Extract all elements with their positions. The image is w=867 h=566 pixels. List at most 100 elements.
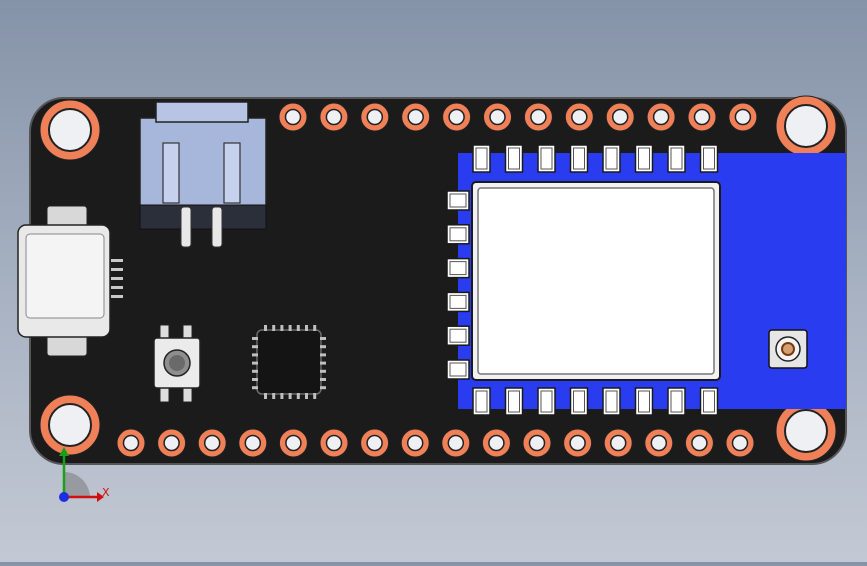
pad-hole [325,434,343,452]
pad-hole [530,108,547,126]
chip-lead-top [296,325,300,331]
pad-hole [652,108,670,126]
castellated-pad-inner [540,147,553,170]
chip-lead-left [252,353,258,357]
rf-shield-lid [477,187,715,375]
chip-lead-bottom [264,393,267,399]
pad-hole [448,108,465,126]
pad-hole [734,108,752,126]
castellated-pad-body [699,387,719,416]
module-pad-left [446,359,470,380]
chip-lead-top [313,325,317,331]
chip-lead-bottom [288,393,292,399]
castellated-pad-inner [475,147,488,170]
header-pad-bottom [360,428,390,458]
castellated-pad-body [602,144,621,173]
module-pad-top [504,144,524,173]
pad-hole [284,108,302,126]
chip-lead-bottom [313,393,317,399]
pad-hole [609,434,627,452]
pad-hole [528,434,546,452]
usb-lead [111,295,123,298]
chip-body [256,329,322,395]
axis-z-point [59,492,69,502]
header-pad-bottom [238,428,268,458]
header-pad-top [728,102,758,132]
castellated-pad-inner [703,147,715,170]
chip-lead-right [320,378,326,381]
axis-x-arrow [97,492,104,502]
pad-hole [244,434,262,452]
axis-x-label: X [102,486,110,499]
castellated-pad-inner [449,294,467,309]
castellated-pad-inner [540,390,553,413]
usb-lead [111,286,123,289]
header-pad-bottom [116,428,146,458]
castellated-pad-body [537,144,556,173]
mounting-hole-center [48,108,92,152]
module-pad-top [569,144,589,173]
module-pad-top [699,144,719,173]
jst-pin-left [180,206,192,248]
pad-hole [122,434,140,452]
pad-hole [325,108,343,126]
jst-base [139,204,267,230]
usb-c-connector [17,205,123,357]
pad-hole [407,108,424,126]
chip-lead-top [264,325,267,331]
header-pad-bottom [400,428,430,458]
jst-pin-right [211,206,223,248]
castellated-pad-body [504,387,524,416]
module-pad-bottom [602,387,621,416]
header-pad-bottom [603,428,633,458]
castellated-pad-body [667,387,686,416]
castellated-pad-inner [508,147,520,170]
chip-lead-right [320,337,326,340]
module-pad-top [602,144,621,173]
chip-lead-top [305,325,308,331]
module-pad-bottom [504,387,524,416]
mounting-hole-center [784,104,828,148]
castellated-pad-inner [670,390,683,413]
pad-hole [611,108,629,126]
u-fl-antenna-connector [768,329,808,369]
pad-hole [569,434,586,452]
axis-shading [64,472,90,497]
castellated-pad-body [569,387,589,416]
qfn-chip [252,325,326,399]
header-pad-top [564,102,594,132]
header-pad-bottom [563,428,593,458]
chip-lead-right [320,369,326,373]
castellated-pad-body [472,387,491,416]
castellated-pad-body [446,291,470,313]
pad-hole [406,434,424,452]
module-pad-bottom [667,387,686,416]
antenna-center [781,342,795,356]
pad-hole [366,434,383,452]
header-pad-bottom [725,428,755,458]
chip-lead-left [252,386,258,390]
module-pad-left [446,325,470,346]
header-pad-top [687,102,717,132]
module-pad-top [667,144,686,173]
chip-lead-left [252,337,258,340]
module-pad-bottom [472,387,491,416]
chip-lead-left [252,369,258,373]
header-pad-bottom [319,428,349,458]
header-pad-bottom [278,428,308,458]
chip-lead-bottom [280,393,284,399]
castellated-pad-inner [605,390,618,413]
pad-hole [691,434,708,452]
pad-hole [571,108,588,126]
header-pad-top [401,102,431,132]
chip-lead-right [320,386,326,390]
castellated-pad-body [446,359,470,380]
module-pad-left [446,224,470,245]
castellated-pad-body [602,387,621,416]
chip-lead-left [252,345,258,349]
header-pad-top [442,102,472,132]
pad-hole [366,108,384,126]
jst-top-lip [155,101,249,123]
